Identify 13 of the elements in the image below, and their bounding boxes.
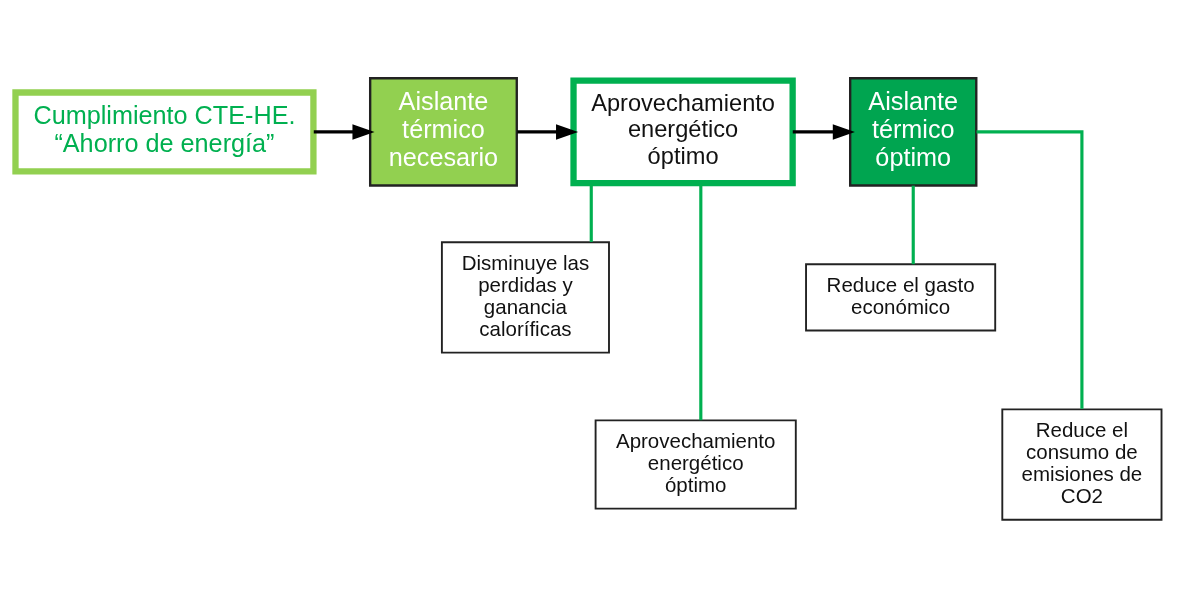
node-box: Disminuye las perdidas y ganancia caloríficas — [440, 240, 610, 354]
arrow — [792, 123, 855, 140]
node-box: Aprovechamiento energético óptimo — [594, 418, 797, 510]
arrow — [517, 123, 579, 140]
node-box: Aprovechamiento energético óptimo — [570, 77, 796, 186]
node-box: Aislante térmico óptimo — [849, 76, 978, 187]
node-box: Aislante térmico necesario — [369, 76, 518, 187]
node-box: Cumplimiento CTE-HE. “Ahorro de energía” — [12, 88, 317, 174]
node-box: Reduce el consumo de emisiones de CO2 — [1001, 407, 1163, 521]
connector — [976, 129, 1084, 409]
arrow — [313, 123, 375, 140]
node-box: Reduce el gasto económico — [805, 262, 997, 331]
connector — [911, 185, 915, 264]
